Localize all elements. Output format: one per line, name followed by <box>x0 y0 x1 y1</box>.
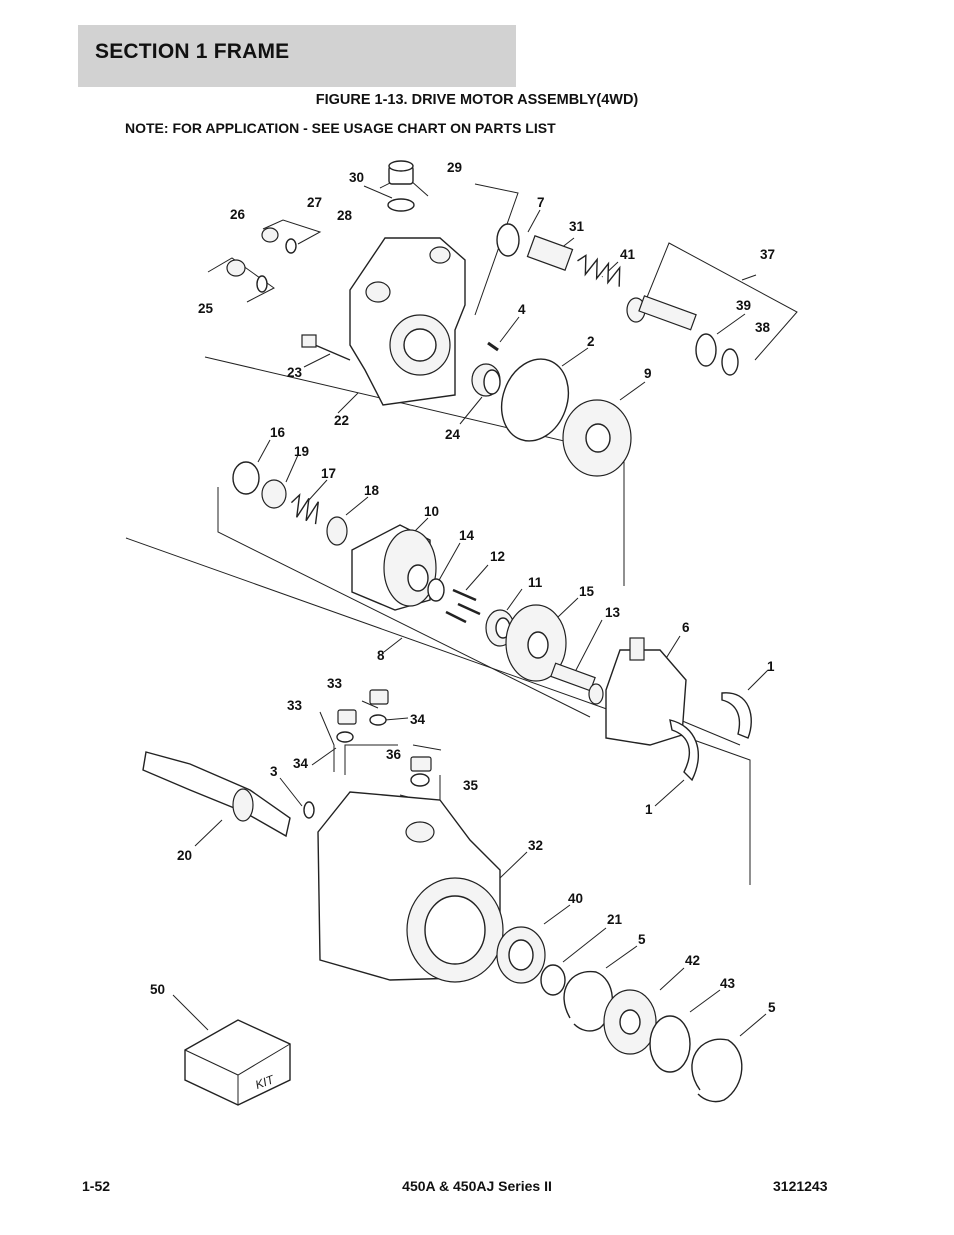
callout-16: 16 <box>270 425 286 440</box>
callout-11: 11 <box>528 575 543 590</box>
kit-box-label: KIT <box>253 1072 277 1092</box>
callout-6: 6 <box>682 620 690 635</box>
callout-40: 40 <box>568 891 583 906</box>
callout-41: 41 <box>620 247 636 262</box>
footer-page-number: 1-52 <box>82 1178 111 1194</box>
callout-43: 43 <box>720 976 736 991</box>
callout-8: 8 <box>377 648 385 663</box>
callout-4: 4 <box>518 302 526 317</box>
part-shapes: KIT <box>142 160 752 1106</box>
callout-20: 20 <box>177 848 192 863</box>
callout-38: 38 <box>755 320 771 335</box>
callout-23: 23 <box>287 365 303 380</box>
callout-13: 13 <box>605 605 621 620</box>
callout-12: 12 <box>490 549 505 564</box>
callout-33: 33 <box>327 676 343 691</box>
callout-24: 24 <box>445 427 461 442</box>
callout-25: 25 <box>198 301 214 316</box>
callout-14: 14 <box>459 528 475 543</box>
callout-29: 29 <box>447 160 462 175</box>
figure-note: NOTE: FOR APPLICATION - SEE USAGE CHART … <box>125 120 556 136</box>
callout-37: 37 <box>760 247 775 262</box>
callout-39: 39 <box>736 298 751 313</box>
callout-36: 36 <box>386 747 402 762</box>
callout-32: 32 <box>528 838 543 853</box>
callout-labels: 30 29 27 28 26 25 7 31 41 37 39 38 4 2 9… <box>150 160 776 1015</box>
callout-34: 34 <box>410 712 426 727</box>
callout-31: 31 <box>569 219 585 234</box>
callout-42: 42 <box>685 953 700 968</box>
callout-22: 22 <box>334 413 349 428</box>
callout-34: 34 <box>293 756 309 771</box>
callout-33: 33 <box>287 698 303 713</box>
leader-lines <box>172 179 769 1037</box>
section-title: SECTION 1 FRAME <box>95 40 290 63</box>
callout-50: 50 <box>150 982 165 997</box>
callout-9: 9 <box>644 366 652 381</box>
callout-15: 15 <box>579 584 595 599</box>
callout-17: 17 <box>321 466 336 481</box>
callout-1: 1 <box>645 802 653 817</box>
figure-title: FIGURE 1-13. DRIVE MOTOR ASSEMBLY(4WD) <box>315 92 639 108</box>
callout-27: 27 <box>307 195 322 210</box>
callout-2: 2 <box>587 334 595 349</box>
callout-30: 30 <box>349 170 364 185</box>
callout-1: 1 <box>767 659 775 674</box>
callout-18: 18 <box>364 483 380 498</box>
footer-model: 450A & 450AJ Series II <box>402 1178 552 1194</box>
callout-5: 5 <box>638 932 646 947</box>
footer-doc-number: 3121243 <box>773 1178 828 1194</box>
callout-21: 21 <box>607 912 623 927</box>
callout-5: 5 <box>768 1000 776 1015</box>
group-brackets <box>125 172 798 885</box>
callout-10: 10 <box>424 504 439 519</box>
callout-28: 28 <box>337 208 353 223</box>
callout-35: 35 <box>463 778 479 793</box>
callout-26: 26 <box>230 207 246 222</box>
callout-19: 19 <box>294 444 309 459</box>
callout-7: 7 <box>537 195 545 210</box>
section-banner <box>78 25 516 87</box>
callout-3: 3 <box>270 764 278 779</box>
